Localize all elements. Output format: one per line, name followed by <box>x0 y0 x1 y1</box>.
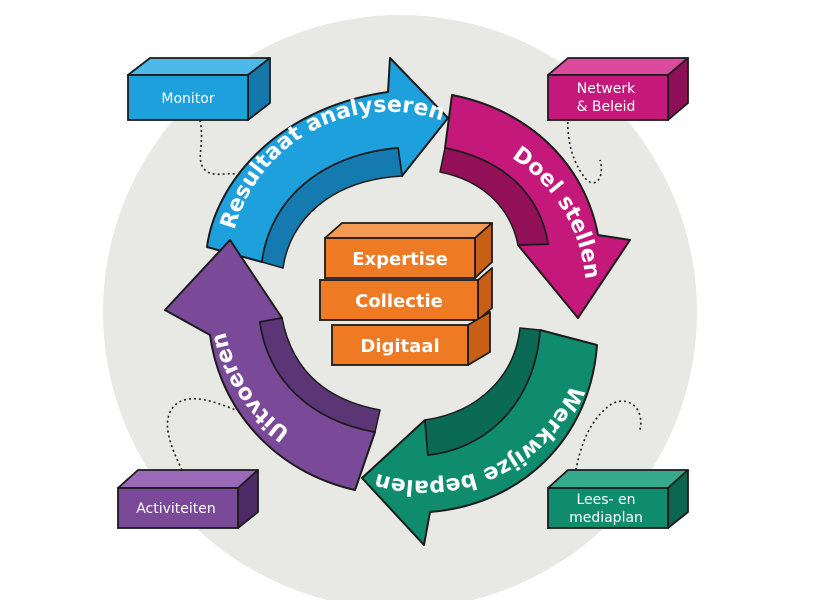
box-lees-mediaplan: Lees- en mediaplan <box>547 469 689 529</box>
brick-label-collectie: Collectie <box>355 291 443 312</box>
brick-label-digitaal: Digitaal <box>360 336 439 357</box>
arrow-werkwijze-bepalen <box>361 327 598 546</box>
brick-expertise: Expertise <box>324 222 493 279</box>
brick-label-expertise: Expertise <box>352 249 448 270</box>
lees-connector <box>574 400 642 476</box>
brick-digitaal: Digitaal <box>331 311 491 366</box>
arrow-uitvoeren <box>164 239 381 491</box>
brick-collectie: Collectie <box>319 267 493 321</box>
box-netwerk-beleid: Netwerk & Beleid <box>547 57 689 121</box>
monitor-connector <box>199 119 243 179</box>
box-netwerk-label-1: Netwerk <box>577 81 636 97</box>
arrow-resultaat-analyseren <box>206 57 449 269</box>
box-activiteiten: Activiteiten <box>117 469 259 529</box>
netwerk-connector <box>566 111 603 184</box>
box-netwerk-label-2: & Beleid <box>577 99 636 115</box>
box-monitor-label: Monitor <box>161 91 214 107</box>
box-activiteiten-label: Activiteiten <box>136 501 216 517</box>
box-lees-label-2: mediaplan <box>569 510 643 526</box>
arrow-doel-stellen <box>439 94 631 319</box>
box-lees-label-1: Lees- en <box>576 492 635 508</box>
box-monitor: Monitor <box>127 57 271 121</box>
